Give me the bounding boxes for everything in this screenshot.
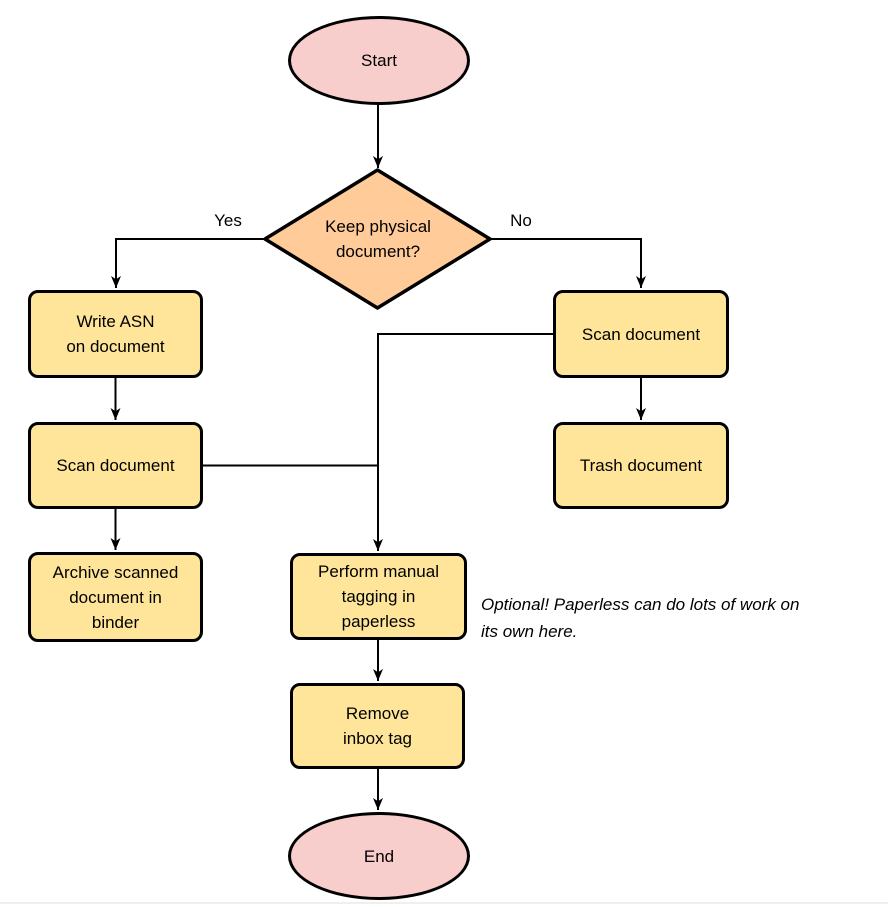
node-decision-shape	[263, 168, 492, 310]
node-remove-inbox-tag: Remove inbox tag	[290, 683, 465, 769]
node-trash-document-label: Trash document	[579, 456, 703, 475]
node-end: End	[288, 812, 470, 900]
node-scan-document-left: Scan document	[28, 422, 203, 509]
node-scan-document-right: Scan document	[553, 290, 729, 378]
node-write-asn: Write ASN on document	[28, 290, 203, 378]
node-scan-document-right-label: Scan document	[581, 324, 701, 344]
node-write-asn-label: Write ASN on document	[66, 312, 165, 356]
node-manual-tagging-label: Perform manual tagging in paperless	[318, 562, 439, 631]
node-scan-document-left-label: Scan document	[56, 456, 175, 475]
edge-scan-right-to-perform	[373, 333, 553, 551]
node-start: Start	[288, 16, 470, 105]
note-optional: Optional! Paperless can do lots of work …	[481, 595, 800, 641]
node-remove-inbox-tag-label: Remove inbox tag	[343, 704, 412, 748]
node-decision-label: Keep physical document?	[325, 217, 431, 261]
edge-decision-yes-to-write-asn	[111, 238, 265, 288]
page-edge-line	[0, 902, 888, 904]
node-archive-binder-label: Archive scanned document in binder	[52, 562, 179, 632]
node-trash-document: Trash document	[553, 422, 729, 509]
edge-label-yes: Yes	[214, 211, 242, 230]
edge-label-no: No	[510, 211, 532, 230]
node-start-label: Start	[361, 51, 397, 70]
node-manual-tagging: Perform manual tagging in paperless	[290, 553, 467, 640]
edge-decision-no-to-scan-right	[490, 238, 646, 288]
node-end-label: End	[363, 846, 395, 866]
node-archive-binder: Archive scanned document in binder	[28, 552, 203, 642]
